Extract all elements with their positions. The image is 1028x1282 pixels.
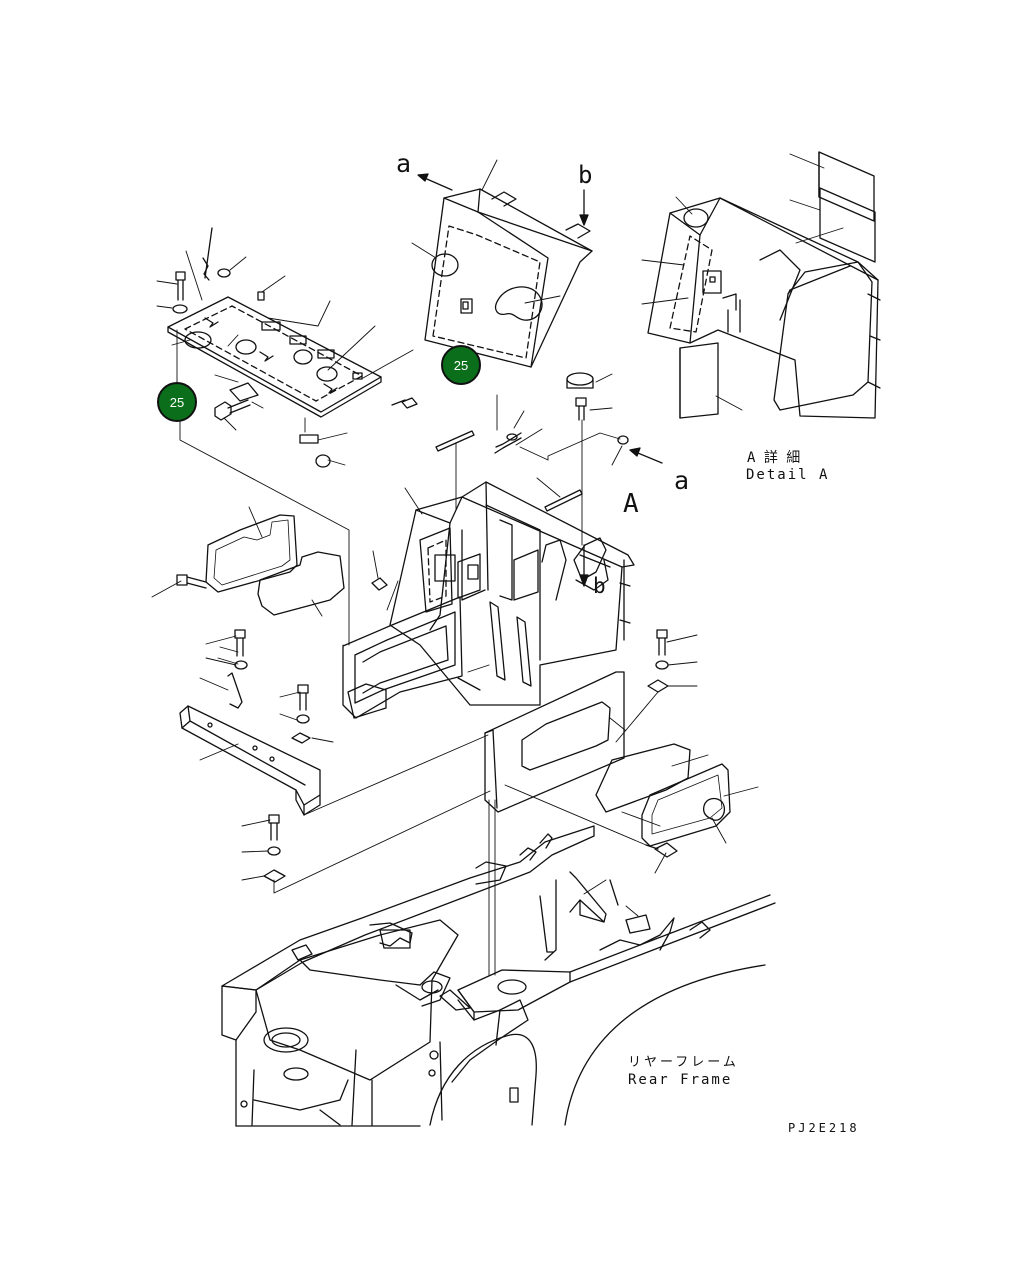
view-label-b-lower: b xyxy=(593,574,606,598)
top-cover-hardware xyxy=(172,227,418,468)
view-label-A: A xyxy=(623,489,639,519)
part-badge-circle[interactable] xyxy=(157,382,197,422)
frame-top-rods xyxy=(435,372,629,546)
part-badge[interactable]: 25 xyxy=(157,382,197,422)
view-label-b: b xyxy=(578,161,592,189)
labels: a b a b A A 詳 細 Detail A リヤーフレーム Rear Fr… xyxy=(396,149,860,1135)
right-panel-assembly xyxy=(484,629,759,976)
rear-frame xyxy=(221,825,776,1127)
top-cover-plate xyxy=(167,296,382,418)
left-gasket xyxy=(151,506,399,617)
rear-frame-label-en: Rear Frame xyxy=(628,1072,732,1088)
drawing-code: PJ2E218 xyxy=(788,1121,860,1135)
detail-a-view xyxy=(641,151,881,419)
leaders-top-left xyxy=(156,250,414,646)
view-label-a: a xyxy=(396,149,411,178)
left-bracket-bar xyxy=(179,629,489,816)
rear-frame-label-jp: リヤーフレーム xyxy=(628,1055,739,1070)
lower-left-bolts xyxy=(241,790,491,894)
part-badge[interactable]: 25 xyxy=(441,345,481,385)
detail-label-jp: A 詳 細 xyxy=(747,450,800,466)
part-badge-text: 25 xyxy=(454,358,468,373)
part-badge-text: 25 xyxy=(170,395,184,410)
left-lower-panel xyxy=(199,596,463,719)
center-top-panel xyxy=(411,159,593,368)
view-label-a-lower: a xyxy=(674,466,689,495)
main-cab-frame xyxy=(389,481,635,706)
part-badge-circle[interactable] xyxy=(441,345,481,385)
detail-label-en: Detail A xyxy=(746,467,829,483)
